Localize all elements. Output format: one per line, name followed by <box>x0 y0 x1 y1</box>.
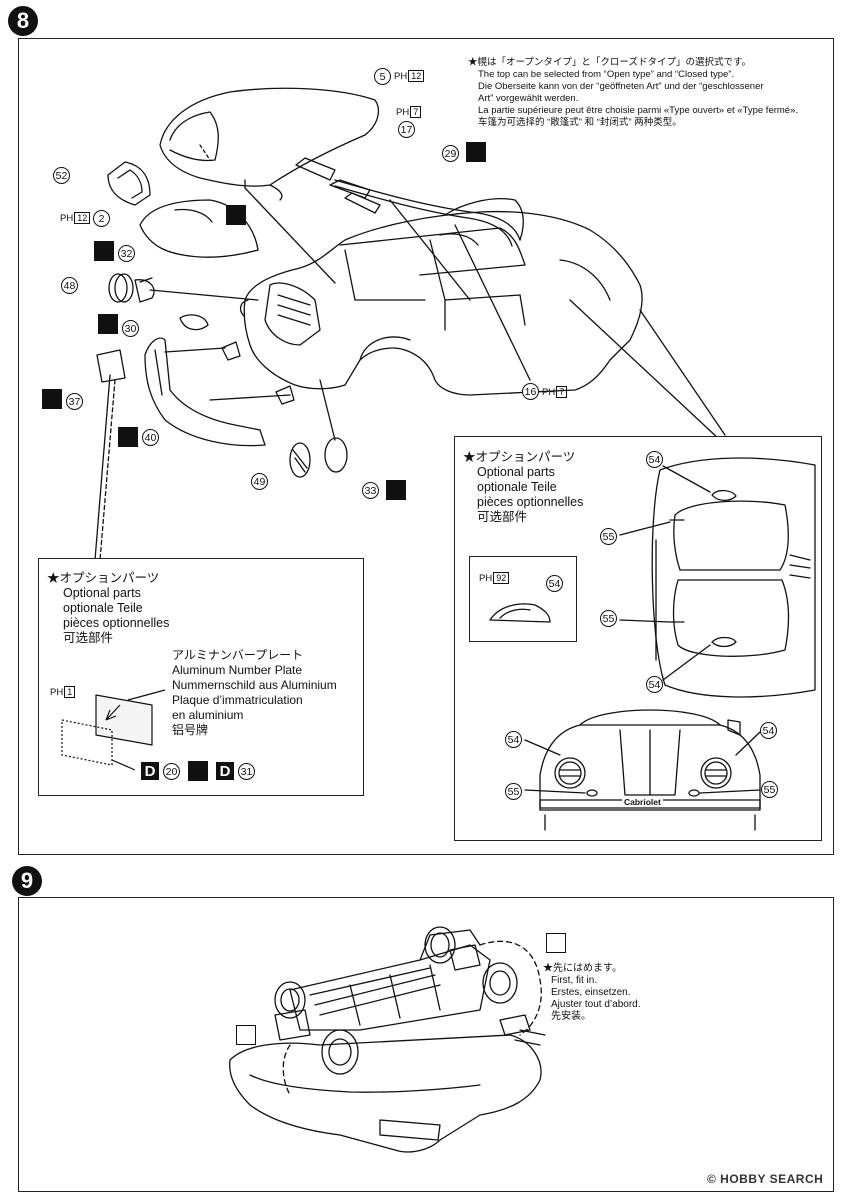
hobby-search-watermark: © HOBBY SEARCH <box>707 1172 824 1186</box>
option-left-fr: pièces optionnelles <box>63 616 170 630</box>
cement-icon-32 <box>94 241 114 261</box>
part-40: 40 <box>142 429 159 446</box>
plate-en: Aluminum Number Plate <box>172 663 303 677</box>
alternate-choice-icon <box>226 205 246 225</box>
part-33: 33 <box>362 482 379 499</box>
cabriolet-badge: Cabriolet <box>622 797 663 807</box>
cement-icon-37 <box>42 389 62 409</box>
plate-ja: アルミナンバープレート <box>172 648 304 662</box>
part-55-front-right: 55 <box>761 781 778 798</box>
part-54-hood-bottom: 54 <box>646 676 663 693</box>
plate-de: Nummernschild aus Aluminium <box>172 678 337 692</box>
step-9-frame <box>18 897 834 1192</box>
part-37: 37 <box>66 393 83 410</box>
note-line-fr: La partie supérieure peut être choisie p… <box>478 105 799 116</box>
fit-first-icon-right <box>546 933 566 953</box>
fit-first-icon-left <box>236 1025 256 1045</box>
cement-icon-30 <box>98 314 118 334</box>
part-54-hood-top: 54 <box>646 451 663 468</box>
part-29: 29 <box>442 145 459 162</box>
plate-fr2: en aluminium <box>172 708 244 722</box>
fit-first-fr: Ajuster tout d’abord. <box>551 999 641 1010</box>
option-left-ja: ★オプションパーツ <box>47 571 160 585</box>
alternate-choice-icon-plate <box>188 761 208 781</box>
step-8-badge: 8 <box>8 6 38 36</box>
option-right-zh: 可选部件 <box>477 510 528 524</box>
part-31: 31 <box>238 763 255 780</box>
plate-fr1: Plaque d’immatriculation <box>172 693 303 707</box>
step-8-frame <box>18 38 834 855</box>
part-32: 32 <box>118 245 135 262</box>
fit-first-de: Erstes, einsetzen. <box>551 987 631 998</box>
part-55-hood-top: 55 <box>600 528 617 545</box>
d-tree-label-31: D <box>216 762 234 780</box>
part-52: 52 <box>53 167 70 184</box>
cement-icon-40 <box>118 427 138 447</box>
part-30: 30 <box>122 320 139 337</box>
fit-first-ja: ★先にはめます。 <box>543 963 622 974</box>
option-right-de: optionale Teile <box>477 480 557 494</box>
part-16: 16 <box>522 383 539 400</box>
option-left-frame <box>38 558 364 796</box>
option-right-ja: ★オプションパーツ <box>463 450 576 464</box>
plate-zh: 铝号牌 <box>172 723 209 737</box>
note-line-de1: Die Oberseite kann von der “geöffneten A… <box>478 81 764 92</box>
option-left-en: Optional parts <box>63 586 141 600</box>
option-right-fr: pièces optionnelles <box>477 495 584 509</box>
cement-icon-33 <box>386 480 406 500</box>
d-tree-label-20: D <box>141 762 159 780</box>
fit-first-en: First, fit in. <box>551 975 598 986</box>
ph-92-inset <box>469 556 577 642</box>
note-line-ja: ★幌は「オープンタイプ」と「クローズドタイプ」の選択式です。 <box>468 57 752 68</box>
option-left-de: optionale Teile <box>63 601 143 615</box>
option-right-en: Optional parts <box>477 465 555 479</box>
note-line-zh: 车篷为可选择的 “敞篷式” 和 “封闭式” 两种类型。 <box>478 117 682 128</box>
part-20: 20 <box>163 763 180 780</box>
part-48: 48 <box>61 277 78 294</box>
part-54-front-right: 54 <box>760 722 777 739</box>
part-55-hood-bottom: 55 <box>600 610 617 627</box>
part-54-front-left: 54 <box>505 731 522 748</box>
part-5: 5 <box>374 68 391 85</box>
part-54-inset: 54 <box>546 575 563 592</box>
option-left-zh: 可选部件 <box>63 631 114 645</box>
fit-first-zh: 先安装。 <box>551 1011 591 1022</box>
note-line-de2: Art” vorgewählt werden. <box>478 93 579 104</box>
cement-icon-29 <box>466 142 486 162</box>
note-line-en: The top can be selected from “Open type”… <box>478 69 735 80</box>
part-49: 49 <box>251 473 268 490</box>
part-2: 2 <box>93 210 110 227</box>
step-9-badge: 9 <box>12 866 42 896</box>
part-17: 17 <box>398 121 415 138</box>
part-55-front-left: 55 <box>505 783 522 800</box>
